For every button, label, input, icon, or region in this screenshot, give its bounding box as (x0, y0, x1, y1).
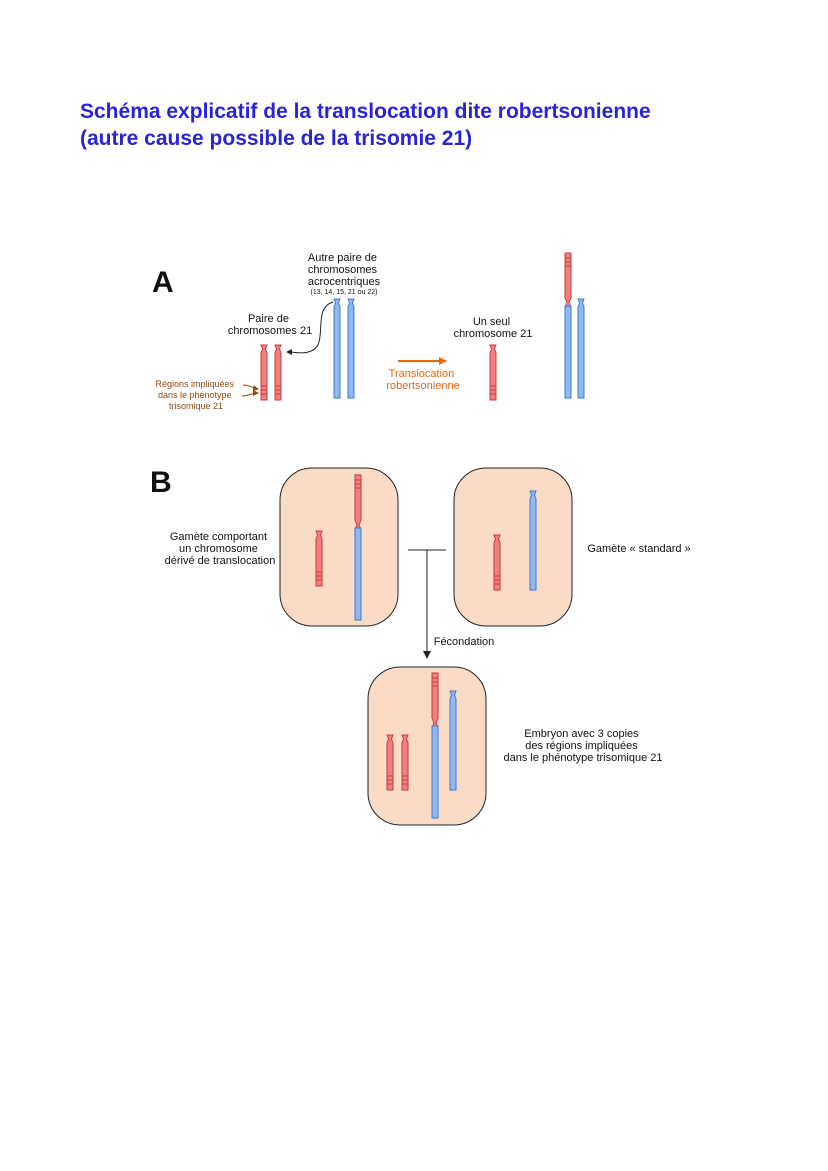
acrocentric-chromosome-a (333, 298, 341, 399)
translocation-caption: Translocation robertsonienne (386, 368, 459, 392)
pair-21-line-2: chromosomes 21 (228, 325, 312, 337)
gamete-left-line-3: dérivé de translocation (165, 555, 276, 567)
panel-a-label: A (152, 266, 174, 299)
embryo-line-2: des régions impliquées (525, 740, 638, 752)
embryo-cell (367, 666, 487, 826)
gamete-left-translocated-chromosome (354, 474, 362, 621)
single-21-line-2: chromosome 21 (454, 328, 533, 340)
gamete-left-line-2: un chromosome (179, 543, 258, 555)
embryo-translocated-chromosome (431, 672, 439, 819)
regions-pointer-1 (242, 384, 259, 392)
fertilization-label: Fécondation (434, 636, 495, 648)
regions-pointer-2 (241, 390, 259, 397)
single-21-line-1: Un seul (473, 316, 510, 328)
pair-21-pointer (286, 301, 334, 356)
remaining-acrocentric-chromosome (577, 298, 585, 399)
embryo-line-3: dans le phénotype trisomique 21 (504, 752, 663, 764)
gamete-left-caption: Gamète comportant un chromosome dérivé d… (165, 531, 276, 567)
pair-21-caption: Paire de chromosomes 21 (228, 313, 312, 337)
acrocentric-chromosome-b (347, 298, 355, 399)
other-pair-line-3: acrocentriques (308, 276, 381, 288)
regions-line-2: dans le phénotype (158, 390, 232, 400)
other-pair-line-4: (13, 14, 15, 21 ou 22) (311, 289, 378, 296)
other-pair-line-2: chromosomes (308, 264, 378, 276)
embryo-caption: Embryon avec 3 copies des régions impliq… (504, 728, 663, 764)
embryo-chromosome-21-a (386, 734, 394, 791)
panel-b-label: B (150, 466, 172, 499)
embryo-line-1: Embryon avec 3 copies (524, 728, 639, 740)
translocated-chromosome (564, 252, 572, 399)
gamete-right-cell (453, 467, 573, 627)
regions-caption: Régions impliquées dans le phénotype tri… (155, 379, 236, 411)
gamete-right-caption: Gamète « standard » (587, 543, 690, 555)
gamete-left-chromosome-21 (315, 530, 323, 587)
gamete-right-acrocentric-chromosome (529, 490, 537, 591)
gamete-left-line-1: Gamète comportant (170, 531, 267, 543)
regions-line-1: Régions impliquées (155, 379, 234, 389)
other-pair-caption: Autre paire de chromosomes acrocentrique… (308, 252, 381, 288)
page-title: Schéma explicatif de la translocation di… (80, 98, 651, 152)
translocation-line-2: robertsonienne (386, 380, 459, 392)
embryo-acrocentric-chromosome (449, 690, 457, 791)
single-21-caption: Un seul chromosome 21 (454, 316, 533, 340)
single-chromosome-21 (489, 344, 497, 401)
regions-line-3: trisomique 21 (169, 401, 223, 411)
chromosome-21-a (260, 344, 268, 401)
gamete-left-cell (279, 467, 399, 627)
title-line-2: (autre cause possible de la trisomie 21) (80, 127, 473, 150)
embryo-chromosome-21-b (401, 734, 409, 791)
translocation-line-1: Translocation (389, 368, 455, 380)
other-pair-line-1: Autre paire de (308, 252, 377, 264)
chromosome-21-b (274, 344, 282, 401)
gamete-right-chromosome-21 (493, 534, 501, 591)
title-line-1: Schéma explicatif de la translocation di… (80, 100, 651, 123)
pair-21-line-1: Paire de (248, 313, 289, 325)
